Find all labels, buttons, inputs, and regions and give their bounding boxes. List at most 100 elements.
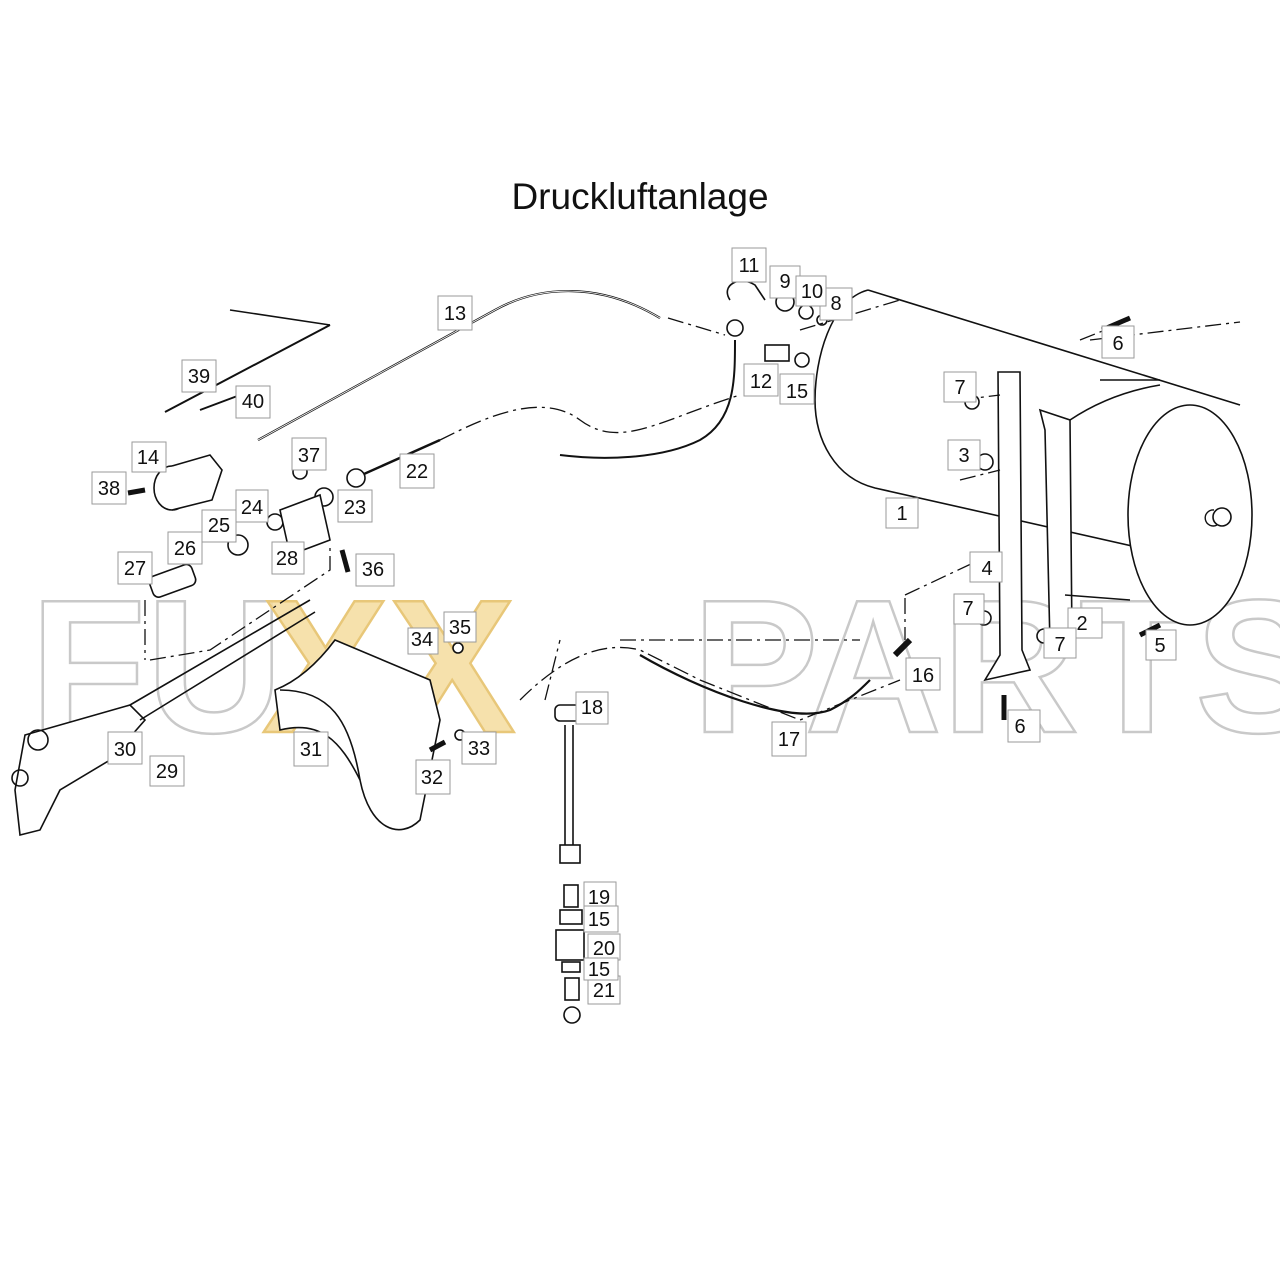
hose-holder — [274, 639, 441, 831]
svg-text:8: 8 — [830, 293, 841, 315]
svg-text:30: 30 — [114, 739, 136, 761]
watermark: FU XX PARTS — [29, 560, 1280, 775]
part-label-18: 18 — [575, 691, 609, 725]
part-label-21: 21 — [587, 975, 621, 1005]
svg-text:25: 25 — [208, 515, 230, 537]
svg-text:15: 15 — [786, 381, 808, 403]
diagram-title: Druckluftanlage — [511, 176, 769, 217]
part-label-20: 20 — [587, 933, 621, 961]
part-label-17: 17 — [771, 721, 807, 757]
svg-text:13: 13 — [444, 303, 466, 325]
part-label-2: 2 — [1067, 607, 1103, 639]
svg-text:17: 17 — [778, 729, 800, 751]
svg-text:16: 16 — [912, 665, 934, 687]
svg-text:38: 38 — [98, 478, 120, 500]
svg-text:28: 28 — [276, 548, 298, 570]
part-label-38: 38 — [91, 471, 127, 505]
svg-text:27: 27 — [124, 558, 146, 580]
part-label-39: 39 — [181, 359, 217, 393]
svg-text:40: 40 — [242, 391, 264, 413]
part-label-23: 23 — [337, 489, 373, 523]
svg-text:37: 37 — [298, 445, 320, 467]
part-label-32: 32 — [415, 759, 451, 795]
svg-text:10: 10 — [801, 281, 823, 303]
part-labels: 1 2 3 4 5 6 7 8 9 10 11 12 13 14 15 16 1… — [91, 247, 1177, 1005]
part-label-24: 24 — [235, 489, 269, 523]
svg-text:11: 11 — [739, 255, 760, 277]
part-label-6: 6 — [1101, 325, 1135, 359]
part-label-16: 16 — [905, 657, 941, 691]
svg-text:6: 6 — [1014, 716, 1025, 738]
svg-text:36: 36 — [362, 559, 384, 581]
hose-18 — [564, 725, 574, 850]
part-label-33: 33 — [461, 731, 497, 765]
part-label-15-upper: 15 — [583, 905, 619, 933]
part-label-22: 22 — [399, 453, 435, 489]
svg-text:2: 2 — [1076, 613, 1087, 635]
svg-text:4: 4 — [981, 558, 992, 580]
part-label-25: 25 — [201, 509, 237, 543]
svg-text:21: 21 — [593, 980, 615, 1002]
part-label-34: 34 — [407, 627, 439, 655]
part-label-28: 28 — [271, 541, 305, 575]
svg-text:20: 20 — [593, 938, 615, 960]
svg-text:34: 34 — [411, 629, 433, 651]
part-label-29: 29 — [149, 755, 185, 787]
part-label-30: 30 — [107, 731, 143, 765]
part-label-4: 4 — [969, 551, 1003, 583]
part-label-15: 15 — [779, 373, 815, 405]
part-label-15-lower: 15 — [583, 957, 619, 981]
svg-text:33: 33 — [468, 738, 490, 760]
svg-text:14: 14 — [137, 447, 159, 469]
part-label-3: 3 — [947, 439, 981, 471]
svg-text:39: 39 — [188, 366, 210, 388]
svg-text:31: 31 — [300, 739, 322, 761]
part-label-5: 5 — [1145, 629, 1177, 661]
drain-valve — [555, 884, 585, 1024]
svg-text:29: 29 — [156, 761, 178, 783]
svg-text:1: 1 — [896, 503, 907, 525]
coupling-27 — [148, 563, 197, 598]
svg-text:15: 15 — [588, 959, 610, 981]
part-label-26: 26 — [167, 531, 203, 565]
tank-straps — [983, 371, 1131, 682]
svg-text:32: 32 — [421, 767, 443, 789]
svg-text:6: 6 — [1112, 333, 1123, 355]
svg-text:9: 9 — [779, 271, 790, 293]
pipe-17 — [639, 654, 871, 715]
svg-text:18: 18 — [581, 697, 603, 719]
svg-text:7: 7 — [962, 598, 973, 620]
part-label-37: 37 — [291, 437, 327, 471]
part-label-12: 12 — [743, 363, 779, 397]
part-label-7-middle: 7 — [953, 593, 985, 625]
svg-text:19: 19 — [588, 887, 610, 909]
svg-text:24: 24 — [241, 497, 263, 519]
svg-text:15: 15 — [588, 909, 610, 931]
part-label-11: 11 — [731, 247, 767, 283]
svg-text:5: 5 — [1154, 635, 1165, 657]
pressure-gauge — [153, 454, 223, 511]
line-drawing — [11, 280, 1253, 1024]
svg-text:12: 12 — [750, 371, 772, 393]
svg-text:23: 23 — [344, 497, 366, 519]
svg-text:22: 22 — [406, 461, 428, 483]
part-label-40: 40 — [235, 385, 271, 419]
part-label-6-lower: 6 — [1007, 709, 1041, 743]
pipe-22 — [354, 438, 441, 480]
svg-text:35: 35 — [449, 617, 471, 639]
part-label-14: 14 — [131, 441, 167, 473]
part-label-10: 10 — [795, 275, 827, 307]
part-label-27: 27 — [117, 551, 153, 585]
svg-text:7: 7 — [1054, 634, 1065, 656]
svg-text:26: 26 — [174, 538, 196, 560]
part-label-9: 9 — [769, 265, 801, 299]
svg-text:7: 7 — [954, 377, 965, 399]
part-label-36: 36 — [355, 553, 395, 587]
part-label-7: 7 — [943, 371, 977, 403]
part-label-13: 13 — [437, 295, 473, 331]
part-label-1: 1 — [885, 497, 919, 529]
part-label-31: 31 — [293, 731, 329, 767]
svg-text:3: 3 — [958, 445, 969, 467]
